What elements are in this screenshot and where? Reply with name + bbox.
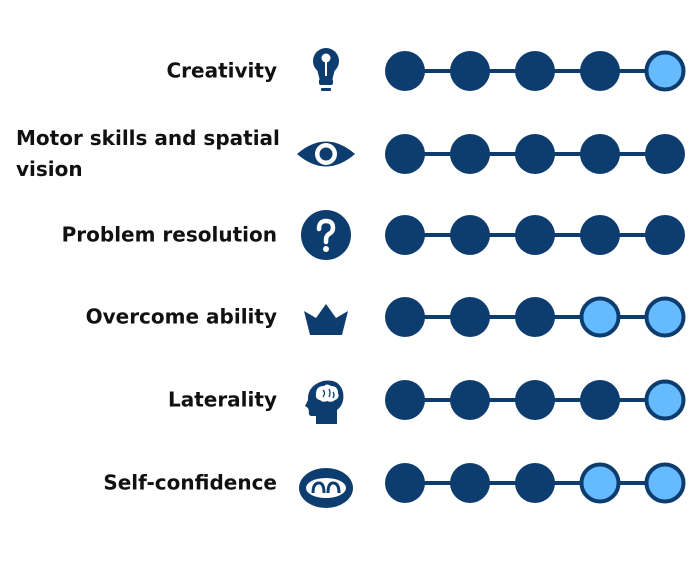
score-dots-svg bbox=[385, 379, 686, 421]
score-dot-filled bbox=[450, 51, 490, 91]
eye-icon bbox=[296, 124, 356, 184]
score-dots bbox=[380, 292, 690, 342]
score-dot-empty bbox=[644, 50, 686, 92]
score-dot-filled bbox=[450, 215, 490, 255]
score-dots-svg bbox=[385, 296, 686, 338]
score-dot-filled bbox=[580, 134, 620, 174]
score-dot-filled bbox=[580, 215, 620, 255]
score-dot-empty bbox=[644, 462, 686, 504]
skill-row-motor-skills: Motor skills and spatial vision bbox=[0, 119, 700, 189]
score-dot-filled bbox=[515, 463, 555, 503]
score-dots bbox=[380, 46, 690, 96]
score-dot-filled bbox=[645, 134, 685, 174]
score-dot-filled bbox=[450, 134, 490, 174]
score-dot-filled bbox=[385, 215, 425, 255]
score-dot-filled bbox=[515, 215, 555, 255]
score-dots-svg bbox=[385, 50, 686, 92]
skill-label: Problem resolution bbox=[61, 222, 277, 247]
score-dots bbox=[380, 129, 690, 179]
skill-row-laterality: Laterality bbox=[0, 365, 700, 435]
skill-label: Creativity bbox=[166, 58, 277, 83]
score-dot-filled bbox=[385, 51, 425, 91]
score-dots-svg bbox=[385, 215, 685, 255]
score-dot-empty bbox=[579, 296, 621, 338]
score-dot-filled bbox=[385, 463, 425, 503]
skill-row-self-confidence: Self-confidence bbox=[0, 448, 700, 518]
score-dot-filled bbox=[580, 380, 620, 420]
score-dots-svg bbox=[385, 462, 686, 504]
score-dot-filled bbox=[645, 215, 685, 255]
score-dots bbox=[380, 210, 690, 260]
skill-row-overcome-ability: Overcome ability bbox=[0, 282, 700, 352]
skill-label: Self-confidence bbox=[103, 470, 277, 495]
score-dot-filled bbox=[450, 463, 490, 503]
score-dot-filled bbox=[515, 51, 555, 91]
score-dot-empty bbox=[644, 296, 686, 338]
lightbulb-icon bbox=[296, 41, 356, 101]
skill-row-problem-resolution: Problem resolution bbox=[0, 200, 700, 270]
question-icon bbox=[296, 205, 356, 265]
crown-icon bbox=[296, 287, 356, 347]
score-dots bbox=[380, 375, 690, 425]
score-dots-svg bbox=[385, 134, 685, 174]
score-dot-filled bbox=[515, 134, 555, 174]
score-dot-filled bbox=[515, 297, 555, 337]
score-dot-empty bbox=[579, 462, 621, 504]
score-dot-filled bbox=[385, 297, 425, 337]
skill-label: Laterality bbox=[167, 387, 277, 412]
score-dot-filled bbox=[450, 297, 490, 337]
score-dot-filled bbox=[385, 380, 425, 420]
score-dot-empty bbox=[644, 379, 686, 421]
score-dot-filled bbox=[515, 380, 555, 420]
smile-eyes-icon bbox=[296, 453, 356, 513]
brain-head-icon bbox=[296, 370, 356, 430]
skill-label: Overcome ability bbox=[85, 304, 277, 329]
score-dot-filled bbox=[580, 51, 620, 91]
score-dot-filled bbox=[450, 380, 490, 420]
score-dot-filled bbox=[385, 134, 425, 174]
score-dots bbox=[380, 458, 690, 508]
skill-label: Motor skills and spatial vision bbox=[16, 126, 280, 181]
skill-row-creativity: Creativity bbox=[0, 36, 700, 106]
